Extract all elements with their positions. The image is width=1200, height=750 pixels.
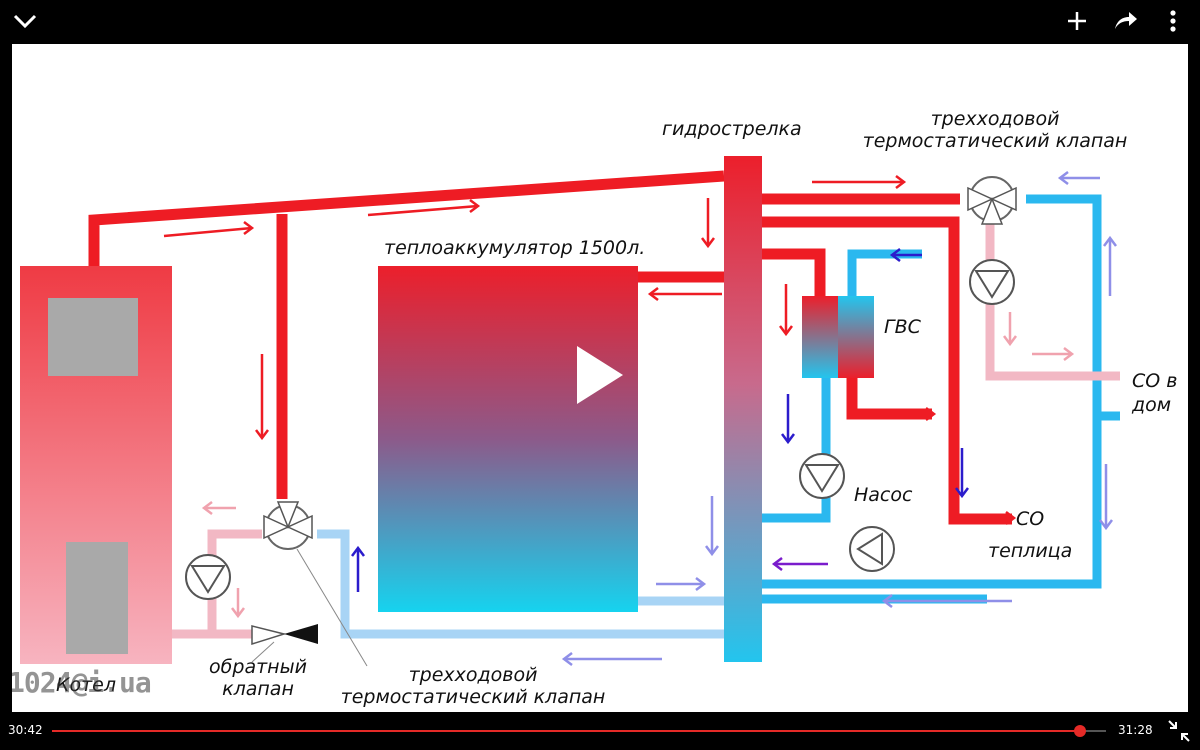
label-three-way-valve-top-line2: термостатический клапан <box>862 130 1128 152</box>
seek-thumb[interactable] <box>1073 725 1086 737</box>
pump-dhw-icon <box>799 453 845 499</box>
dhw-heat-exchanger-right <box>838 296 874 378</box>
label-heat-accumulator: теплоаккумулятор 1500л. <box>384 237 646 259</box>
player-controls: 30:42 31:28 <box>0 712 1200 750</box>
three-way-valve-top-icon <box>967 176 1017 225</box>
label-boiler: Котел <box>56 674 117 696</box>
elapsed-time: 30:42 <box>8 723 43 737</box>
boiler-door-bottom <box>66 542 128 654</box>
flow-arrows <box>163 171 1117 666</box>
pump-home-icon <box>969 259 1015 305</box>
hydraulic-separator <box>724 156 762 662</box>
label-three-way-valve-bottom: трехходовой термостатический клапан <box>328 664 618 708</box>
heating-scheme-diagram <box>20 156 1120 667</box>
label-check-valve: обратный клапан <box>208 656 308 700</box>
boiler-door-top <box>48 298 138 376</box>
seek-progress <box>52 730 1080 732</box>
plus-icon[interactable] <box>1062 6 1092 36</box>
label-three-way-valve-top-line1: трехходовой <box>930 108 1060 130</box>
top-bar <box>0 0 1200 42</box>
label-three-way-valve-top: трехходовой термостатический клапан <box>850 108 1140 152</box>
label-dhw: ГВС <box>884 316 921 338</box>
play-icon[interactable] <box>575 344 625 406</box>
duration-time: 31:28 <box>1118 723 1153 737</box>
dhw-heat-exchanger-left <box>802 296 838 378</box>
heat-accumulator-tank <box>378 266 638 612</box>
three-way-valve-bottom-icon <box>263 501 313 550</box>
pump-boiler-icon <box>185 554 231 600</box>
label-co-home-line1: СО в <box>1132 370 1178 392</box>
label-three-way-valve-bottom-line2: термостатический клапан <box>340 686 606 708</box>
label-check-valve-line2: клапан <box>222 678 294 700</box>
share-icon[interactable] <box>1110 6 1140 36</box>
supply-pipes <box>88 170 1012 525</box>
label-co-home: СО в дом <box>1132 369 1177 417</box>
check-valve-icon <box>251 624 318 646</box>
label-co-home-line2: дом <box>1132 394 1172 416</box>
chevron-down-icon[interactable] <box>10 6 40 36</box>
label-hydraulic-separator: гидрострелка <box>662 118 802 140</box>
more-vert-icon[interactable] <box>1158 6 1188 36</box>
seek-bar[interactable] <box>52 725 1106 737</box>
exit-fullscreen-icon[interactable] <box>1166 718 1192 744</box>
label-greenhouse: теплица <box>988 540 1073 562</box>
pump-greenhouse-icon <box>849 526 895 572</box>
watermark: 1024@i.ua <box>12 666 152 699</box>
label-pump: Насос <box>854 484 913 506</box>
video-frame[interactable]: гидрострелка трехходовой термостатически… <box>12 44 1188 712</box>
label-co: СО <box>1016 508 1045 530</box>
label-three-way-valve-bottom-line1: трехходовой <box>408 664 538 686</box>
label-check-valve-line1: обратный <box>209 656 307 678</box>
